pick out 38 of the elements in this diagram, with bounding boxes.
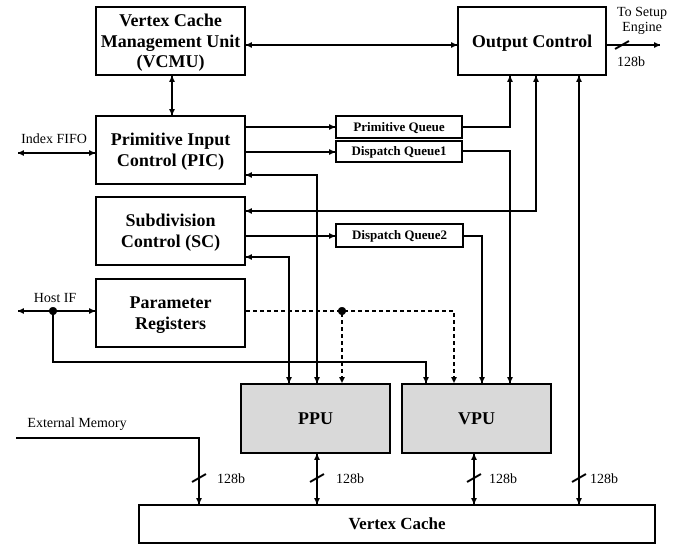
queue-box: Dispatch Queue2 (335, 223, 464, 248)
arrow (16, 437, 202, 504)
arrow (464, 235, 485, 383)
arrow (471, 454, 477, 504)
arrow (314, 454, 320, 504)
arrow (246, 149, 335, 155)
block-box: Parameter Registers (95, 278, 246, 348)
queue-box: Dispatch Queue1 (335, 140, 463, 163)
arrow (246, 42, 457, 48)
arrow (463, 76, 513, 128)
processing-unit-box: PPU (240, 383, 391, 454)
arrow (246, 233, 335, 239)
bus-width-label: 128b (336, 473, 364, 488)
bus-width-label: 128b (590, 473, 618, 488)
arrow (246, 76, 539, 214)
cache-box: Vertex Cache (138, 504, 656, 544)
arrow (18, 308, 95, 314)
arrow (463, 150, 513, 383)
arrow (246, 124, 335, 130)
arrow (576, 76, 582, 504)
arrow (246, 254, 292, 383)
block-box: Subdivision Control (SC) (95, 196, 246, 266)
arrow (18, 150, 95, 156)
bus-width-label: 128b (617, 56, 645, 71)
block-box: Primitive Input Control (PIC) (95, 115, 246, 185)
edge-label: Index FIFO (21, 133, 87, 148)
queue-box: Primitive Queue (335, 115, 463, 139)
edge-label: To Setup Engine (616, 6, 668, 36)
edge-label: Host IF (34, 292, 76, 307)
edge-label: External Memory (27, 417, 127, 432)
processing-unit-box: VPU (401, 383, 552, 454)
arrow (607, 42, 660, 48)
block-box: Vertex Cache Management Unit (VCMU) (95, 6, 246, 76)
block-box: Output Control (457, 6, 607, 76)
arrow (169, 76, 175, 115)
bus-width-label: 128b (489, 473, 517, 488)
arrow (246, 172, 320, 383)
bus-width-label: 128b (217, 473, 245, 488)
